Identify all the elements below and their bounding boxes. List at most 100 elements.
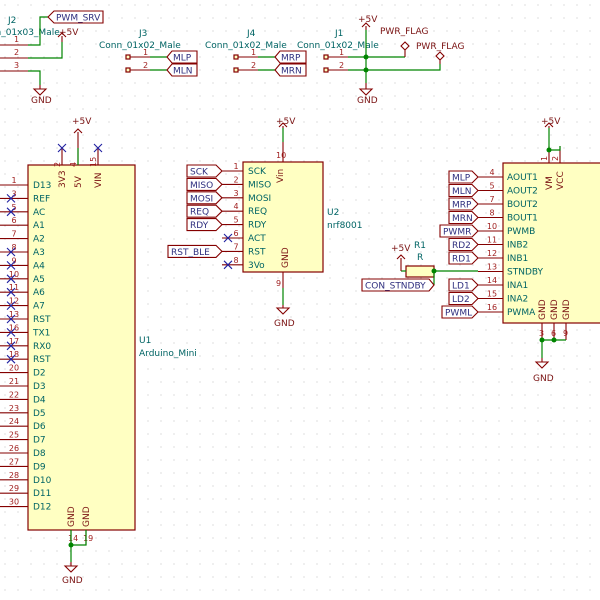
grid-dot — [394, 485, 396, 487]
net-label-mrn-j4[interactable]: MRN — [274, 63, 307, 77]
connector-j2[interactable]: J2 Conn_01x03_Male 1 2 3 — [0, 16, 60, 72]
grid-dot — [563, 30, 565, 32]
net-label-mosi[interactable]: MOSI — [186, 191, 223, 205]
grid-dot — [589, 394, 591, 396]
grid-dot — [277, 329, 279, 331]
wire-j2-5v — [28, 42, 63, 59]
grid-dot — [420, 251, 422, 253]
grid-dot — [355, 264, 357, 266]
grid-dot — [433, 212, 435, 214]
net-label-mlp-j3[interactable]: MLP — [166, 50, 198, 64]
ground-u1[interactable]: GND — [62, 562, 83, 586]
connector-j3[interactable]: J3 Conn_01x02_Male 1 2 — [99, 29, 181, 73]
grid-dot — [446, 446, 448, 448]
grid-dot — [342, 433, 344, 435]
power-5v-u3[interactable]: +5V — [541, 117, 561, 128]
grid-dot — [550, 160, 552, 162]
net-label-rd2[interactable]: RD2 — [448, 237, 479, 252]
grid-dot — [381, 576, 383, 578]
grid-dot — [433, 121, 435, 123]
power-5v-j1[interactable]: +5V — [358, 15, 378, 30]
grid-dot — [420, 212, 422, 214]
net-label-u3-mrp[interactable]: MRP — [448, 197, 479, 211]
grid-dot — [498, 121, 500, 123]
grid-dot — [329, 446, 331, 448]
net-label-rst-ble[interactable]: RST_BLE — [167, 244, 223, 258]
grid-dot — [485, 4, 487, 6]
net-label-u3-mlp[interactable]: MLP — [448, 170, 479, 184]
grid-dot — [407, 238, 409, 240]
grid-dot — [459, 108, 461, 110]
grid-dot — [160, 563, 162, 565]
grid-dot — [43, 95, 45, 97]
grid-dot — [303, 537, 305, 539]
grid-dot — [472, 30, 474, 32]
ground-j1[interactable]: GND — [357, 83, 378, 106]
grid-dot — [472, 459, 474, 461]
u3-top-pin-number: 2 — [551, 156, 560, 161]
net-label-pwmr[interactable]: PWMR — [439, 224, 479, 238]
power-5v-r1[interactable]: +5V — [391, 244, 411, 271]
pwr-flag-2[interactable]: PWR_FLAG — [416, 42, 464, 64]
net-label-sck[interactable]: SCK — [186, 164, 223, 178]
component-u3[interactable]: 4AOUT15AOUT27BOUT28BOUT110PWMB11INB212IN… — [478, 146, 600, 340]
power-5v-u1[interactable]: +5V — [72, 117, 92, 148]
grid-dot — [277, 550, 279, 552]
connector-j1[interactable]: J1 Conn_01x02_Male 1 2 — [297, 29, 379, 73]
grid-dot — [550, 407, 552, 409]
power-5v-j2[interactable]: +5V — [57, 28, 79, 42]
u3-pin-number: 12 — [487, 249, 497, 258]
net-label-mln-j3[interactable]: MLN — [166, 63, 198, 77]
grid-dot — [368, 524, 370, 526]
grid-dot — [95, 82, 97, 84]
net-label-ld2[interactable]: LD2 — [448, 291, 479, 306]
net-label-miso[interactable]: MISO — [186, 177, 223, 191]
ground-j2[interactable]: GND — [31, 85, 52, 106]
grid-dot — [342, 290, 344, 292]
grid-dot — [303, 576, 305, 578]
grid-dot — [498, 524, 500, 526]
net-label-rd1[interactable]: RD1 — [448, 251, 479, 265]
grid-dot — [277, 30, 279, 32]
net-label-pwml[interactable]: PWML — [441, 305, 479, 319]
grid-dot — [394, 186, 396, 188]
net-label-pwm-srv[interactable]: PWM_SRV — [47, 10, 104, 24]
grid-dot — [108, 108, 110, 110]
ground-u3[interactable]: GND — [533, 358, 554, 384]
net-label-u3-mln[interactable]: MLN — [448, 183, 479, 198]
grid-dot — [147, 381, 149, 383]
power-5v-u2[interactable]: +5V — [276, 117, 296, 128]
grid-dot — [4, 160, 6, 162]
grid-dot — [368, 394, 370, 396]
grid-dot — [329, 95, 331, 97]
net-label-mrp-j4[interactable]: MRP — [274, 50, 307, 64]
connector-j4[interactable]: J4 Conn_01x02_Male 1 2 — [205, 29, 287, 73]
grid-dot — [264, 420, 266, 422]
grid-dot — [524, 82, 526, 84]
grid-dot — [342, 251, 344, 253]
net-label-rdy[interactable]: RDY — [186, 218, 223, 232]
grid-dot — [134, 30, 136, 32]
net-label-ld1[interactable]: LD1 — [448, 278, 479, 292]
grid-dot — [277, 381, 279, 383]
mosi-label-text: MOSI — [190, 194, 213, 204]
grid-dot — [355, 134, 357, 136]
net-label-req[interactable]: REQ — [186, 204, 223, 218]
grid-dot — [355, 4, 357, 6]
net-label-u3-mrn[interactable]: MRN — [448, 210, 479, 225]
u1-pin-number: 1 — [11, 176, 16, 185]
grid-dot — [446, 472, 448, 474]
grid-dot — [212, 147, 214, 149]
ground-j2-label: GND — [31, 96, 52, 106]
pwr-flag-1[interactable]: PWR_FLAG — [380, 27, 428, 57]
grid-dot — [264, 537, 266, 539]
grid-dot — [17, 355, 19, 357]
ground-u2[interactable]: GND — [274, 305, 295, 329]
grid-dot — [173, 160, 175, 162]
net-label-con-stndby[interactable]: CON_STNDBY — [361, 278, 435, 292]
grid-dot — [524, 563, 526, 565]
u1-pin-name: D12 — [33, 503, 51, 513]
grid-dot — [342, 108, 344, 110]
